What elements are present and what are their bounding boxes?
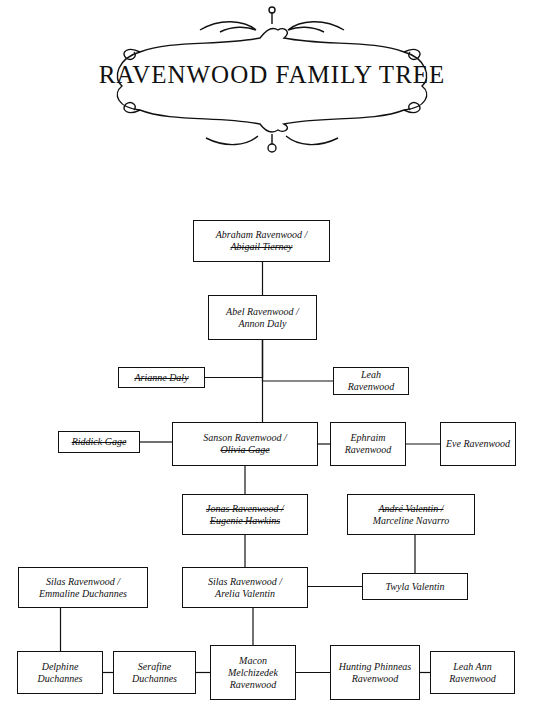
person-name: Marceline Navarro xyxy=(373,515,450,527)
person-box: Riddick Gage xyxy=(58,431,140,453)
person-name: Leah Ravenwood xyxy=(338,369,404,393)
family-line xyxy=(140,441,172,442)
family-line xyxy=(308,586,362,587)
person-box: Twyla Valentin xyxy=(362,573,468,600)
person-name: Olivia Gage xyxy=(220,444,269,456)
person-box: Eve Ravenwood xyxy=(440,422,516,466)
person-name: Eve Ravenwood xyxy=(446,438,510,450)
person-name: Jonas Ravenwood / xyxy=(206,503,284,515)
family-line xyxy=(318,443,330,444)
person-box: Delphine Duchannes xyxy=(17,651,103,694)
family-line xyxy=(196,672,210,673)
person-name: Macon Melchizedek Ravenwood xyxy=(215,655,291,691)
person-box: Silas Ravenwood /Arelia Valentin xyxy=(182,567,308,608)
person-name: Ephraim Ravenwood xyxy=(335,432,401,456)
family-line xyxy=(262,340,263,422)
family-line xyxy=(60,608,61,651)
family-line xyxy=(296,672,330,673)
person-box: Jonas Ravenwood /Eugenie Hawkins xyxy=(182,494,308,535)
family-line xyxy=(244,535,245,567)
person-box: Abel Ravenwood /Annon Daly xyxy=(208,295,317,340)
person-box: Ephraim Ravenwood xyxy=(330,422,406,466)
person-name: Riddick Gage xyxy=(72,436,127,448)
family-line xyxy=(103,672,113,673)
person-box: Serafine Duchannes xyxy=(113,651,196,694)
person-box: Hunting Phinneas Ravenwood xyxy=(330,645,420,700)
person-box: Leah Ann Ravenwood xyxy=(430,651,515,694)
person-name: Emmaline Duchannes xyxy=(39,588,127,600)
person-name: André Valentin / xyxy=(379,503,444,515)
person-name: Delphine Duchannes xyxy=(22,661,98,685)
family-line xyxy=(414,535,415,573)
person-name: Silas Ravenwood / xyxy=(208,576,282,588)
tree-title: RAVENWOOD FAMILY TREE xyxy=(60,60,484,90)
person-box: André Valentin /Marceline Navarro xyxy=(347,494,475,535)
person-name: Eugenie Hawkins xyxy=(210,515,280,527)
person-name: Abel Ravenwood / xyxy=(226,306,299,318)
family-line xyxy=(244,466,245,494)
family-line xyxy=(420,672,430,673)
family-line xyxy=(263,340,334,381)
person-name: Abraham Ravenwood / xyxy=(216,229,308,241)
person-box: Silas Ravenwood /Emmaline Duchannes xyxy=(18,567,148,608)
person-name: Serafine Duchannes xyxy=(118,661,191,685)
family-line xyxy=(262,262,263,295)
person-box: Abraham Ravenwood /Abigail Tierney xyxy=(193,220,330,262)
person-name: Arianne Daly xyxy=(134,372,188,384)
family-line xyxy=(252,608,253,645)
family-line xyxy=(406,443,440,444)
person-name: Annon Daly xyxy=(238,318,286,330)
person-name: Abigail Tierney xyxy=(231,241,293,253)
person-name: Leah Ann Ravenwood xyxy=(435,661,510,685)
person-box: Leah Ravenwood xyxy=(333,367,409,395)
person-name: Silas Ravenwood / xyxy=(46,576,120,588)
family-line xyxy=(205,340,263,378)
person-box: Sanson Ravenwood /Olivia Gage xyxy=(172,422,318,466)
person-box: Macon Melchizedek Ravenwood xyxy=(210,645,296,700)
person-name: Twyla Valentin xyxy=(386,581,445,593)
person-name: Arelia Valentin xyxy=(215,588,275,600)
person-box: Arianne Daly xyxy=(118,367,205,388)
person-name: Sanson Ravenwood / xyxy=(203,432,286,444)
person-name: Hunting Phinneas Ravenwood xyxy=(335,661,415,685)
